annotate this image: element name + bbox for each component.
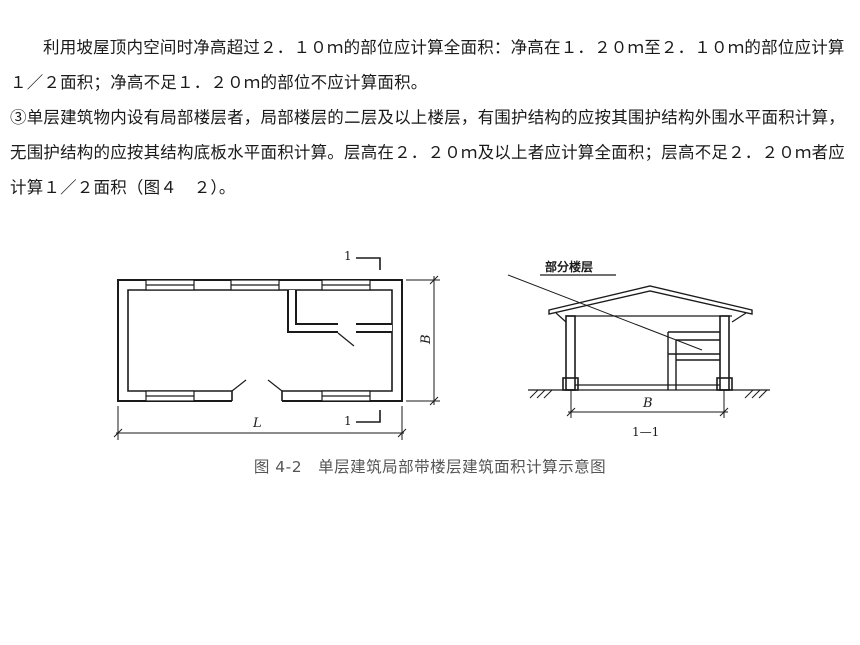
section-callout-label: 部分楼层 (545, 259, 593, 274)
section-view (507, 274, 770, 418)
plan-inner-room-wall (287, 290, 392, 333)
plan-dimension-length (113, 406, 407, 440)
plan-bottom-windows (145, 390, 371, 402)
section-mark-top (356, 257, 381, 270)
section-left-wall (565, 315, 576, 391)
plan-outer-wall (117, 279, 403, 402)
section-right-wall (719, 315, 730, 391)
section-roof (548, 285, 753, 315)
plan-bottom-door-gap (232, 389, 282, 403)
section-dimension-width-label: B (642, 396, 653, 411)
plan-dimension-width (406, 275, 440, 406)
body-text: 利用坡屋顶内空间时净高超过２．１０ｍ的部位应计算全面积：净高在１．２０ｍ至２．１… (10, 30, 855, 205)
plan-top-windows (145, 279, 371, 291)
section-callout-leader (507, 274, 703, 351)
figure-4-2: 1 1 L B (113, 249, 770, 440)
plan-door-swing-left (231, 379, 247, 392)
floor-plan (117, 257, 403, 423)
plan-door-swing-right (267, 379, 283, 392)
section-title: 1—1 (632, 425, 659, 439)
section-mark-bottom-label: 1 (344, 414, 352, 428)
section-ground-hatch (529, 389, 768, 399)
paragraph-sloped-roof: 利用坡屋顶内空间时净高超过２．１０ｍ的部位应计算全面积：净高在１．２０ｍ至２．１… (10, 38, 845, 92)
plan-dimension-length-label: L (252, 416, 262, 431)
plan-dimension-width-label: B (419, 334, 434, 345)
paragraph-partial-floor: ③单层建筑物内设有局部楼层者，局部楼层的二层及以上楼层，有围护结构的应按其围护结… (10, 108, 845, 197)
section-partial-floor (667, 331, 720, 390)
section-mark-top-label: 1 (344, 249, 352, 263)
plan-inner-wall (127, 289, 393, 392)
plan-inner-door-leaf (337, 332, 355, 347)
figure-caption: 图 4-2 单层建筑局部带楼层建筑面积计算示意图 (253, 458, 607, 476)
section-mark-bottom (356, 410, 381, 423)
